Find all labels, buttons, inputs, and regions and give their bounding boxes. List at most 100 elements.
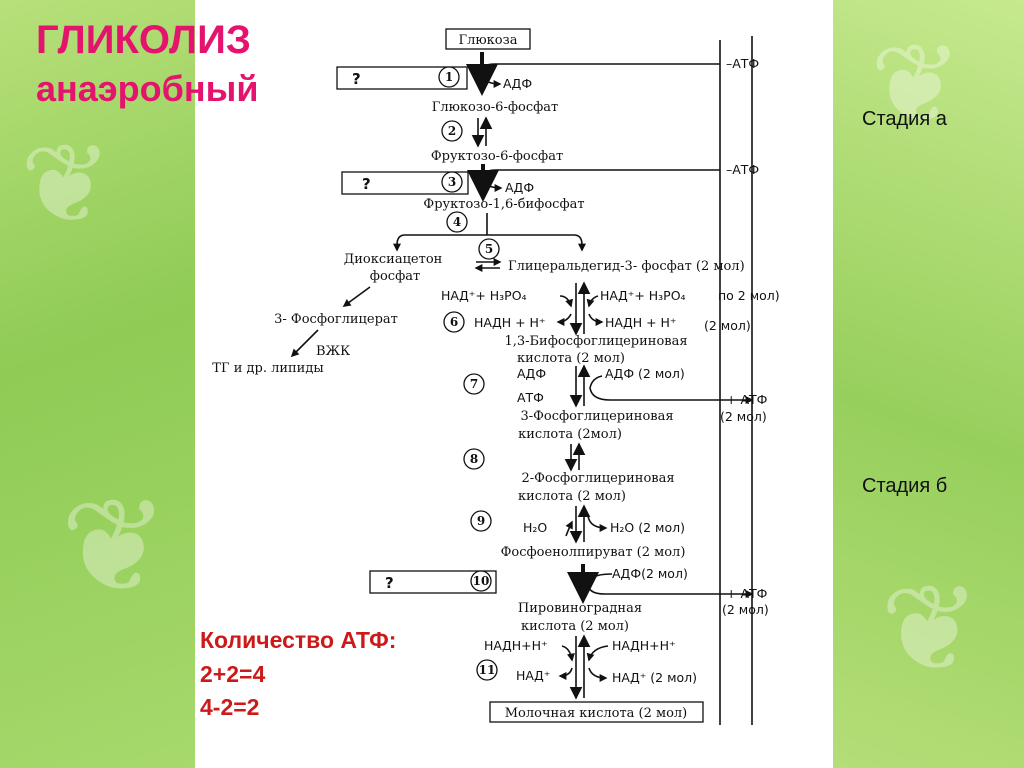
nad-h3po4-right: НАД⁺+ Н₃РО₄: [600, 288, 686, 303]
enzyme-unknown-1: ?: [352, 70, 361, 88]
nadh-h-right: НАДН + Н⁺: [605, 315, 677, 330]
gap-label: Глицеральдегид-3- фосфат (2 мол): [508, 259, 745, 274]
step-number-9: 9: [477, 514, 485, 528]
dhap-label-1: Диоксиацетон: [344, 252, 443, 267]
pyruvate-label-1: Пировиноградная: [518, 601, 642, 616]
enzyme-unknown-10: ?: [385, 574, 394, 592]
page-title: ГЛИКОЛИЗ: [36, 18, 251, 62]
step-marker-6: [443, 311, 465, 333]
g6p-label: Глюкозо-6-фосфат: [432, 100, 559, 115]
adp-2mol-7: АДФ (2 мол): [605, 366, 685, 381]
minus-atp-3: –АТФ: [726, 162, 759, 177]
nadh-h-11-right: НАДН+Н⁺: [612, 638, 676, 653]
atp-consumption-arrow-3: [479, 169, 720, 180]
two-mol-10: (2 мол): [722, 602, 769, 617]
f16bp-label: Фруктозо-1,6-бифосфат: [423, 197, 584, 212]
atp-consumption-arrow-1: [478, 63, 720, 74]
h2o-2mol-9: Н₂О (2 мол): [610, 520, 685, 535]
pyruvate-label-2: кислота (2 мол): [521, 619, 629, 634]
adp-release-arrow-3: [482, 179, 503, 192]
step-number-4: 4: [453, 215, 461, 229]
nadh-h-left: НАДН + Н⁺: [474, 315, 546, 330]
cofactor-out-arrow-6r: [588, 313, 604, 326]
vzhk-label: ВЖК: [316, 344, 350, 359]
right-green-background: [833, 0, 1024, 768]
step-number-11: 11: [479, 663, 496, 677]
nadh-in-arrow-11: [561, 645, 575, 662]
plus-atp-7: + АТФ: [726, 392, 768, 407]
nad-11-left: НАД⁺: [516, 668, 550, 683]
step-number-1: 1: [445, 70, 453, 84]
bpg-label-2: кислота (2 мол): [517, 351, 625, 366]
atp-count-eq2: 4-2=2: [200, 694, 260, 720]
cofactor-in-arrow-6: [559, 295, 573, 308]
two-mol-7: (2 мол): [720, 409, 767, 424]
step-number-10: 10: [473, 574, 490, 588]
step-marker-9: [470, 510, 492, 532]
butterfly-decoration-icon: ❦: [880, 560, 981, 699]
stage-b-label: Стадия б: [862, 475, 948, 497]
stage-a-label: Стадия а: [862, 108, 947, 130]
step-marker-7: [463, 373, 485, 395]
step-marker-10: [470, 570, 492, 592]
pep-label: Фосфоенолпируват (2 мол): [501, 545, 686, 560]
page-subtitle: анаэробный: [36, 68, 259, 109]
left-green-background: [0, 0, 195, 768]
step-marker-5: [478, 238, 500, 260]
plus-atp-10: + АТФ: [726, 586, 768, 601]
atp-production-arrow-10: [587, 573, 754, 598]
step-number-5: 5: [485, 242, 493, 256]
step-marker-11: [476, 659, 498, 681]
cofactor-out-arrow-6: [556, 313, 572, 326]
glucose-box: [445, 28, 531, 50]
nad-11-2mol: НАД⁺ (2 мол): [612, 670, 697, 685]
enzyme-unknown-3: ?: [362, 175, 371, 193]
butterfly-decoration-icon: ❦: [870, 20, 963, 148]
atp-count-eq1: 2+2=4: [200, 661, 266, 687]
adp-label-3: АДФ: [505, 180, 534, 195]
atp-left-7: АТФ: [517, 390, 544, 405]
split-arrow-left: [393, 234, 487, 252]
pg3-label-2: кислота (2мол): [518, 427, 622, 442]
step-number-8: 8: [470, 452, 478, 466]
tg-label: ТГ и др. липиды: [212, 361, 323, 376]
split-arrow-right: [487, 234, 586, 252]
nad-h3po4-left: НАД⁺+ Н₃РО₄: [441, 288, 527, 303]
step-marker-4: [446, 211, 468, 233]
dhap-label-2: фосфат: [370, 269, 420, 284]
step-number-6: 6: [450, 315, 458, 329]
pg2-label-2: кислота (2 мол): [518, 489, 626, 504]
nad-out-arrow-11: [558, 667, 573, 680]
butterfly-decoration-icon: ❦: [20, 120, 113, 248]
adp-2mol-10: АДФ(2 мол): [612, 566, 688, 581]
step-marker-8: [463, 448, 485, 470]
water-out-arrow-9: [587, 515, 608, 532]
two-mol-6: (2 мол): [704, 318, 751, 333]
adp-label-1: АДФ: [503, 76, 532, 91]
water-in-arrow-9: [565, 520, 573, 537]
minus-atp-1: –АТФ: [726, 56, 759, 71]
branch-arrow-2: [290, 329, 319, 358]
nad-out-arrow-11r: [588, 667, 608, 682]
f6p-label: Фруктозо-6-фосфат: [431, 149, 563, 164]
step-marker-3: [441, 171, 463, 193]
nadh-in-arrow-11r: [586, 645, 609, 662]
branch-arrow-1: [342, 286, 371, 307]
glucose-label: Глюкоза: [459, 33, 518, 48]
lactate-box: [489, 701, 704, 723]
lactate-label: Молочная кислота (2 мол): [505, 706, 688, 721]
pg2-label-1: 2-Фосфоглицериновая: [521, 471, 674, 486]
pg3-label-1: 3-Фосфоглицериновая: [520, 409, 673, 424]
adp-left-7: АДФ: [517, 366, 546, 381]
enzyme-box-10: [369, 570, 497, 594]
step-number-3: 3: [448, 175, 456, 189]
po-2-mol: по 2 мол): [718, 288, 780, 303]
step-marker-2: [441, 120, 463, 142]
phosphoglycerate-3-label: 3- Фосфоглицерат: [274, 312, 398, 327]
nadh-h-11-left: НАДН+Н⁺: [484, 638, 548, 653]
atp-count-label: Количество АТФ:: [200, 627, 397, 653]
atp-production-arrow-7: [589, 375, 754, 404]
step-number-2: 2: [448, 124, 456, 138]
step-number-7: 7: [470, 377, 478, 391]
